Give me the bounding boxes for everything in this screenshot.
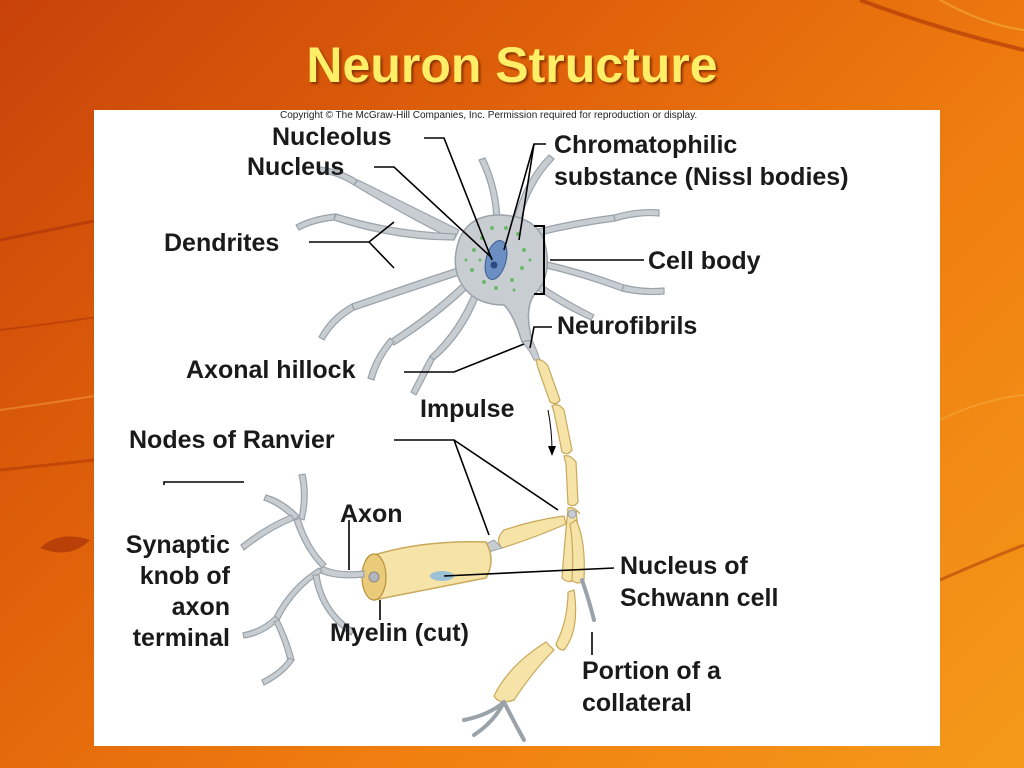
label-axonal-hillock: Axonal hillock xyxy=(186,356,356,384)
axon-branch-left-segment xyxy=(497,515,567,549)
myelin-sheath-segments xyxy=(535,359,581,583)
label-nucleolus: Nucleolus xyxy=(272,123,392,151)
neuron-diagram-panel: Copyright © The McGraw-Hill Companies, I… xyxy=(94,110,940,746)
label-axon: Axon xyxy=(340,500,403,528)
collateral-stub xyxy=(580,578,596,622)
label-neurofibrils: Neurofibrils xyxy=(557,312,698,340)
axon-cut-core xyxy=(368,571,380,583)
slide-title: Neuron Structure xyxy=(306,37,718,93)
label-nucleus: Nucleus xyxy=(247,153,345,181)
leader-lines xyxy=(163,137,644,655)
label-chromatophilic-line2: substance (Nissl bodies) xyxy=(554,163,849,191)
cell-body-bracket xyxy=(534,225,545,295)
collateral-terminal xyxy=(462,700,526,742)
label-myelin-cut: Myelin (cut) xyxy=(330,619,469,647)
label-cell-body: Cell body xyxy=(648,247,761,275)
label-nodes-of-ranvier: Nodes of Ranvier xyxy=(129,426,335,454)
neuron-diagram xyxy=(163,137,665,742)
label-impulse: Impulse xyxy=(420,395,515,423)
label-synaptic-line2: knob of xyxy=(139,562,230,590)
collateral-branch xyxy=(493,519,585,703)
impulse-arrow xyxy=(547,409,553,453)
axon-terminal-branches xyxy=(240,473,365,686)
label-collateral-line2: collateral xyxy=(582,689,692,717)
copyright-notice: Copyright © The McGraw-Hill Companies, I… xyxy=(280,110,698,121)
myelin-cut-cylinder xyxy=(373,541,492,601)
nucleolus-shape xyxy=(490,261,498,269)
label-synaptic-line3: axon xyxy=(171,593,230,621)
label-chromatophilic-line1: Chromatophilic xyxy=(554,131,738,159)
impulse-arrowhead xyxy=(548,446,556,456)
label-nucleus-schwann-line2: Schwann cell xyxy=(620,584,779,612)
label-synaptic-line1: Synaptic xyxy=(125,531,230,559)
label-nucleus-schwann-line1: Nucleus of xyxy=(620,552,748,580)
dendrites-shape xyxy=(295,154,665,396)
nucleus-shape xyxy=(484,240,508,280)
label-dendrites: Dendrites xyxy=(164,229,280,257)
node-junction xyxy=(567,509,577,519)
cell-body-shape xyxy=(454,214,549,343)
label-collateral-line1: Portion of a xyxy=(582,657,721,685)
schwann-nucleus-shape xyxy=(430,571,454,581)
label-synaptic-line4: terminal xyxy=(132,624,230,652)
